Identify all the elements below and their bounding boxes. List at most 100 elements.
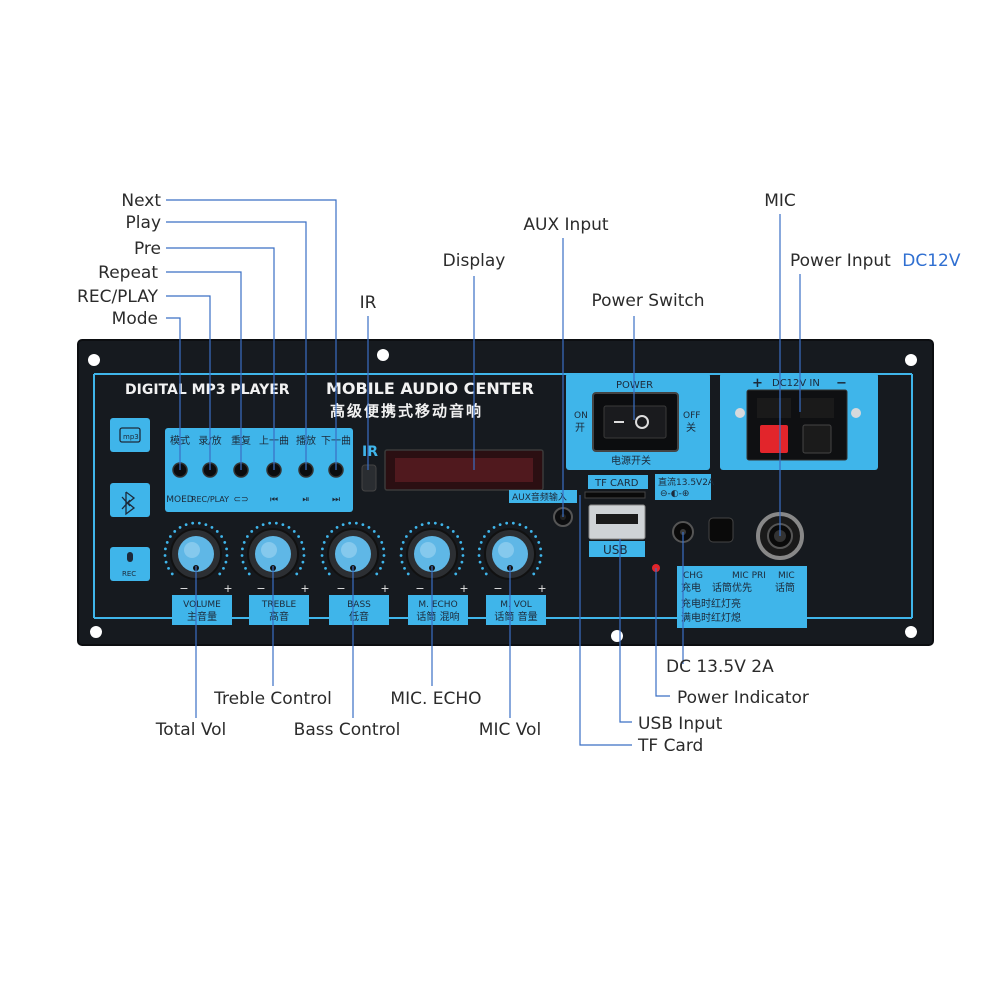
mount-hole	[905, 626, 917, 638]
button-en-label: MOED	[166, 495, 194, 505]
tf-card-slot[interactable]	[584, 491, 646, 499]
callout-usb-input: USB Input	[638, 714, 723, 734]
terminal-black[interactable]	[802, 424, 832, 454]
minus-sign: −	[836, 376, 847, 391]
knob-label-cn: 高音	[269, 610, 289, 623]
plus-sign: +	[752, 376, 763, 391]
on-label: ON	[574, 411, 588, 421]
knob-minus: −	[179, 582, 188, 595]
speaker-terminal[interactable]	[735, 389, 861, 461]
callout-mic-vol: MIC Vol	[479, 720, 541, 740]
callout-dc-spec: DC 13.5V 2A	[666, 657, 774, 677]
knob-label-cn: 主音量	[187, 610, 217, 623]
mic-priority-button[interactable]	[708, 517, 734, 543]
button-en-label: REC/PLAY	[191, 495, 229, 504]
bluetooth-icon	[121, 491, 136, 516]
knob-3[interactable]	[399, 521, 465, 580]
brand-right: MOBILE AUDIO CENTER	[326, 379, 534, 398]
callout-bass-control: Bass Control	[294, 720, 401, 740]
dc-label: 直流13.5V2A	[658, 476, 715, 488]
knob-label-cn: 低音	[349, 610, 369, 623]
knob-label-en: TREBLE	[261, 600, 297, 610]
rec-label: REC	[122, 570, 136, 578]
callout-power-input: Power Input	[790, 251, 891, 271]
button-en-label: ⏯	[302, 495, 309, 505]
callout-treble-control: Treble Control	[213, 689, 332, 709]
dc-in-label: DC12V IN	[772, 378, 820, 389]
button-en-label: ⏭	[332, 495, 340, 505]
callout-pre: Pre	[134, 239, 161, 259]
callout-play: Play	[126, 213, 161, 233]
aux-label: AUX音频输入	[512, 491, 567, 503]
mount-hole	[905, 354, 917, 366]
mount-hole	[611, 630, 623, 642]
off-label: OFF	[683, 411, 700, 421]
callout-rec-play: REC/PLAY	[77, 287, 159, 307]
callout-mic-echo: MIC. ECHO	[390, 689, 481, 709]
button-en-label: ⊂⊃	[233, 495, 248, 505]
callout-repeat: Repeat	[98, 263, 158, 283]
callouts: Next Play Pre Repeat REC/PLAY Mode IR Di…	[77, 191, 961, 756]
bluetooth-button[interactable]	[110, 483, 150, 517]
knob-minus: −	[336, 582, 345, 595]
svg-text:mp3: mp3	[123, 433, 139, 441]
knob-plus: +	[223, 582, 232, 595]
knob-plus: +	[459, 582, 468, 595]
ir-receiver	[361, 464, 377, 492]
svg-text:Power Input DC12V: Power Input DC12V	[790, 251, 961, 271]
charge-note-2: 满电时红灯熄	[681, 611, 741, 624]
terminal-red[interactable]	[760, 425, 788, 453]
knob-label-en: VOLUME	[183, 600, 221, 610]
callout-ir: IR	[360, 293, 377, 313]
rec-button[interactable]: REC	[110, 547, 150, 581]
knob-label-en: M. ECHO	[418, 600, 457, 610]
knob-2[interactable]	[320, 521, 386, 580]
knob-plus: +	[380, 582, 389, 595]
callout-mode: Mode	[112, 309, 158, 329]
callout-aux-input: AUX Input	[523, 215, 608, 235]
knob-label-cn: 话筒 音量	[494, 610, 537, 623]
brand-cn: 高级便携式移动音响	[330, 402, 483, 420]
svg-text:⊖-◐-⊕: ⊖-◐-⊕	[660, 489, 689, 499]
on-cn-label: 开	[575, 423, 585, 434]
chg-cn-label: 充电	[681, 581, 701, 594]
rec-mic-icon	[127, 552, 133, 562]
callout-power-input-spec: DC12V	[902, 251, 961, 271]
mic-small-label: MIC	[778, 571, 795, 581]
brand-left: DIGITAL MP3 PLAYER	[125, 382, 290, 398]
callout-mic: MIC	[764, 191, 796, 211]
power-cn-label: 电源开关	[611, 454, 651, 467]
knob-1[interactable]	[240, 521, 306, 580]
ir-label: IR	[362, 444, 378, 460]
mic-pri-cn-label: 话筒优先	[712, 581, 752, 594]
mount-hole	[90, 626, 102, 638]
knob-minus: −	[256, 582, 265, 595]
knob-plus: +	[300, 582, 309, 595]
audio-panel: DIGITAL MP3 PLAYER MOBILE AUDIO CENTER 高…	[77, 339, 934, 646]
callout-tf-card: TF Card	[637, 736, 703, 756]
knob-label-cn: 话筒 混响	[416, 610, 459, 623]
usb-label: USB	[603, 543, 628, 557]
off-cn-label: 关	[686, 421, 696, 434]
mp3-mode-button[interactable]: mp3	[110, 418, 150, 452]
knob-plus: +	[537, 582, 546, 595]
knob-label-en: BASS	[347, 600, 371, 610]
callout-display: Display	[443, 251, 506, 271]
knob-0[interactable]	[163, 521, 229, 580]
power-switch[interactable]	[592, 392, 679, 452]
mic-pri-label: MIC PRI	[732, 571, 766, 581]
knob-label-en: M. VOL	[500, 600, 532, 610]
mount-hole	[88, 354, 100, 366]
mp3-icon	[119, 427, 141, 443]
charge-note-1: 充电时红灯亮	[681, 597, 741, 610]
callout-total-vol: Total Vol	[155, 720, 227, 740]
callout-power-switch: Power Switch	[591, 291, 704, 311]
callout-power-indicator: Power Indicator	[677, 688, 809, 708]
callout-next: Next	[121, 191, 161, 211]
mic-small-cn-label: 话筒	[775, 581, 795, 594]
chg-label: CHG	[683, 571, 703, 581]
knob-minus: −	[415, 582, 424, 595]
button-en-label: ⏮	[270, 495, 278, 505]
knob-minus: −	[493, 582, 502, 595]
